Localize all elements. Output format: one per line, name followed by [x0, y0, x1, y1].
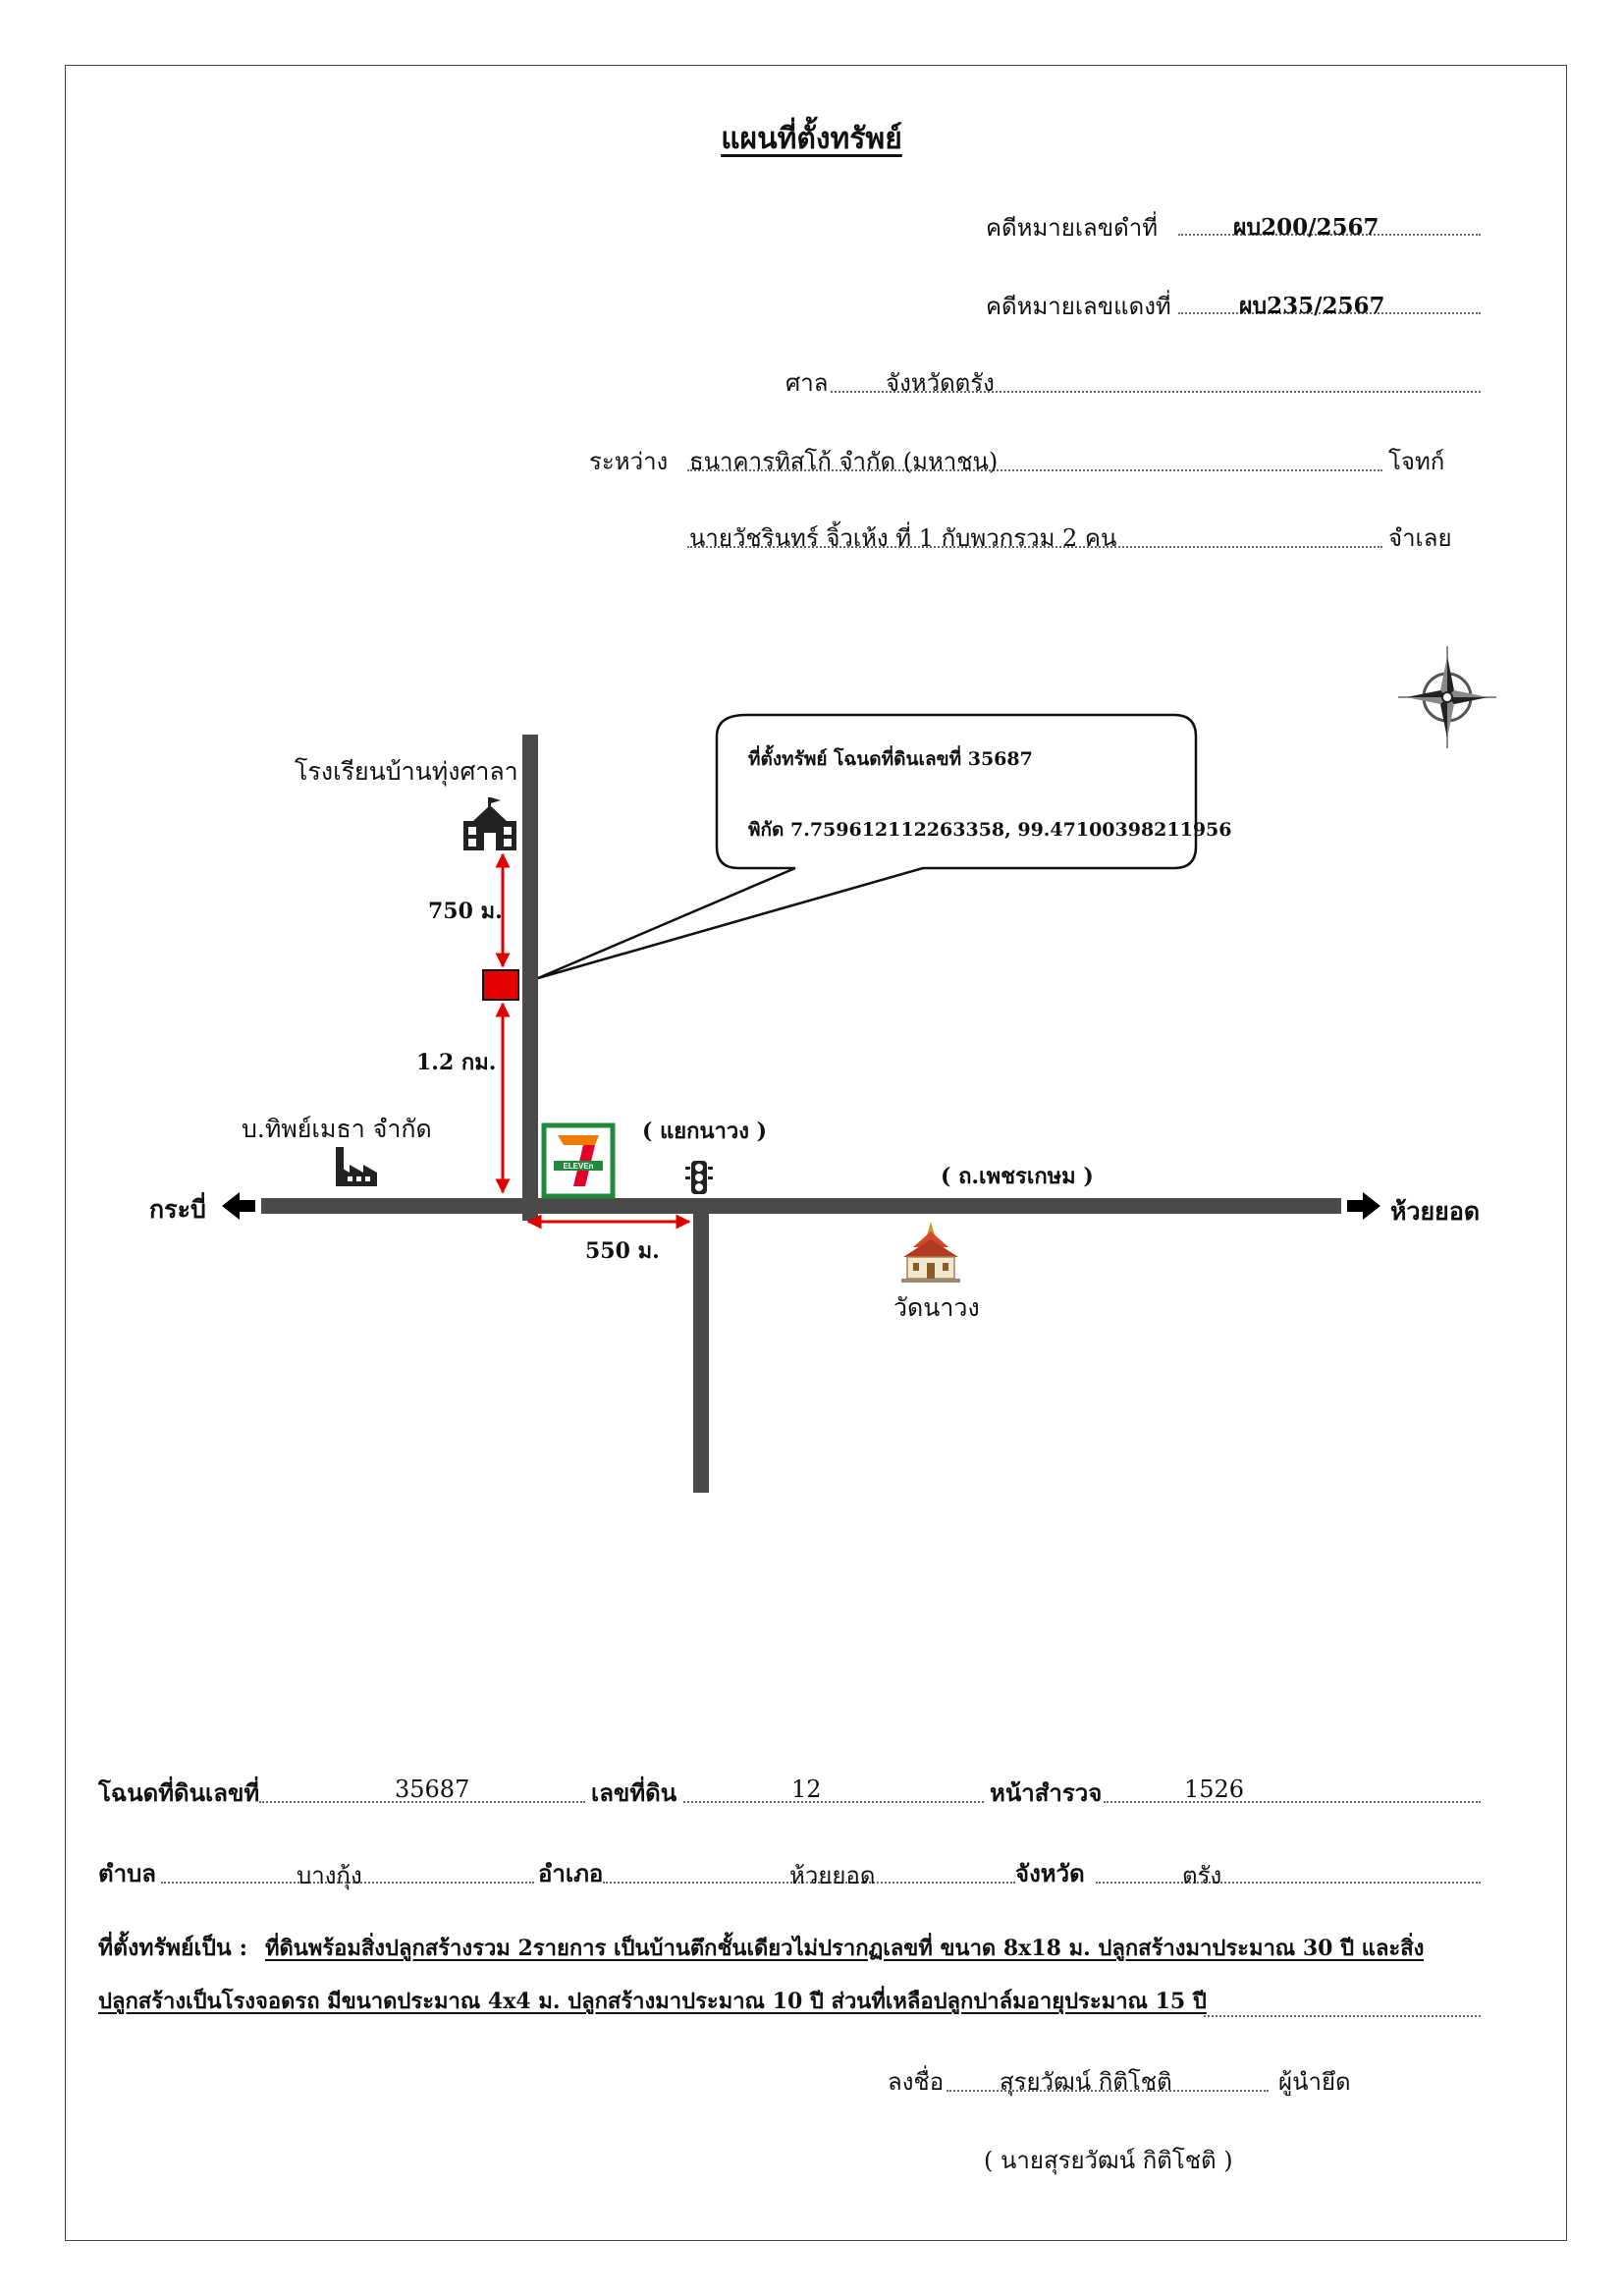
district-label: อำเภอ [538, 1859, 604, 1887]
traffic-light-icon [685, 1161, 713, 1194]
between-label: ระหว่าง [589, 448, 669, 475]
black-case-dots [1178, 234, 1481, 236]
defendant-name: นายวัชรินทร์ จิ้วเห้ง ที่ 1 กับพวกรวม 2 … [689, 524, 1117, 552]
page-frame [65, 65, 1567, 2241]
property-description-line1: ที่ดินพร้อมสิ่งปลูกสร้างรวม 2รายการ เป็น… [265, 1936, 1425, 1961]
land-number-value: 12 [791, 1776, 822, 1803]
north-road [522, 735, 538, 1221]
red-case-number: ผบ235/2567 [1239, 293, 1385, 319]
temple-icon [901, 1222, 960, 1283]
property-marker [482, 969, 519, 1001]
school-icon [463, 797, 516, 850]
subdistrict-value: บางกุ้ง [297, 1862, 362, 1889]
distance-label-intersection: 550 ม. [585, 1238, 660, 1264]
survey-page-dots [1104, 1801, 1481, 1803]
plaintiff-name: ธนาคารทิสโก้ จำกัด (มหาชน) [689, 448, 999, 475]
signer-role: ผู้นำยึด [1278, 2068, 1351, 2096]
black-case-label: คดีหมายเลขดำที่ [986, 214, 1159, 242]
callout-bubble [537, 713, 1198, 980]
district-value: ห้วยยอด [789, 1862, 876, 1889]
signer-name: สุรยวัฒน์ กิติโชติ [1000, 2068, 1172, 2096]
black-case-number: ผบ200/2567 [1233, 214, 1380, 241]
property-description-line2: ปลูกสร้างเป็นโรงจอดรถ มีขนาดประมาณ 4x4 ม… [98, 1989, 1207, 2014]
store-logo-text: ELEVEn [563, 1162, 593, 1171]
right-direction-label: ห้วยยอด [1390, 1197, 1481, 1226]
court-name: จังหวัดตรัง [886, 369, 995, 397]
left-arrow-icon [222, 1192, 255, 1220]
province-dots [1096, 1882, 1481, 1884]
left-direction-label: กระบี่ [149, 1195, 206, 1224]
property-description-dots [1204, 2015, 1481, 2017]
plaintiff-role: โจทก์ [1388, 448, 1445, 475]
compass-rose-icon [1398, 646, 1496, 748]
court-dots [831, 391, 1481, 393]
province-value: ตรัง [1182, 1862, 1222, 1889]
red-case-label: คดีหมายเลขแดงที่ [986, 293, 1171, 320]
property-description-prefix: ที่ตั้งทรัพย์เป็น : [98, 1935, 248, 1961]
temple-label: วัดนาวง [893, 1293, 980, 1322]
deed-number-dots [259, 1801, 585, 1803]
deed-number-label: โฉนดที่ดินเลขที่ [98, 1778, 260, 1807]
south-road [693, 1206, 709, 1493]
subdistrict-dots [161, 1882, 534, 1884]
survey-page-label: หน้าสำรวจ [990, 1778, 1103, 1807]
signature-label: ลงชื่อ [888, 2068, 945, 2096]
main-road [261, 1198, 1341, 1214]
district-dots [603, 1882, 1015, 1884]
survey-page-value: 1526 [1184, 1776, 1245, 1803]
plaintiff-dots [687, 469, 1382, 471]
callout-deed-line: ที่ตั้งทรัพย์ โฉนดที่ดินเลขที่ 35687 [748, 748, 1033, 770]
road-label: ( ถ.เพชรเกษม ) [941, 1164, 1094, 1189]
distance-label-junction: 1.2 กม. [416, 1050, 497, 1075]
school-label: โรงเรียนบ้านทุ่งศาลา [295, 757, 518, 786]
land-number-dots [683, 1801, 984, 1803]
land-number-label: เลขที่ดิน [591, 1778, 677, 1807]
right-arrow-icon [1347, 1192, 1380, 1220]
subdistrict-label: ตำบล [98, 1859, 157, 1887]
callout-coordinates-line: พิกัด 7.759612112263358, 99.471003982119… [748, 819, 1232, 841]
seven-eleven-logo: ELEVEn [541, 1122, 616, 1199]
province-label: จังหวัด [1015, 1859, 1085, 1887]
signature-dots [947, 2090, 1269, 2092]
distance-label-school: 750 ม. [428, 899, 503, 924]
company-label: บ.ทิพย์เมธา จำกัด [242, 1115, 432, 1143]
page-title: แผนที่ตั้งทรัพย์ [721, 122, 902, 156]
defendant-role: จำเลย [1388, 524, 1452, 552]
factory-icon [336, 1147, 377, 1186]
defendant-dots [687, 546, 1382, 548]
intersection-label: ( แยกนาวง ) [642, 1119, 768, 1144]
court-label: ศาล [785, 369, 829, 397]
signer-printed-name: ( นายสุรยวัฒน์ กิติโชติ ) [984, 2147, 1233, 2174]
deed-number-value: 35687 [395, 1776, 470, 1803]
red-case-dots [1178, 312, 1481, 314]
